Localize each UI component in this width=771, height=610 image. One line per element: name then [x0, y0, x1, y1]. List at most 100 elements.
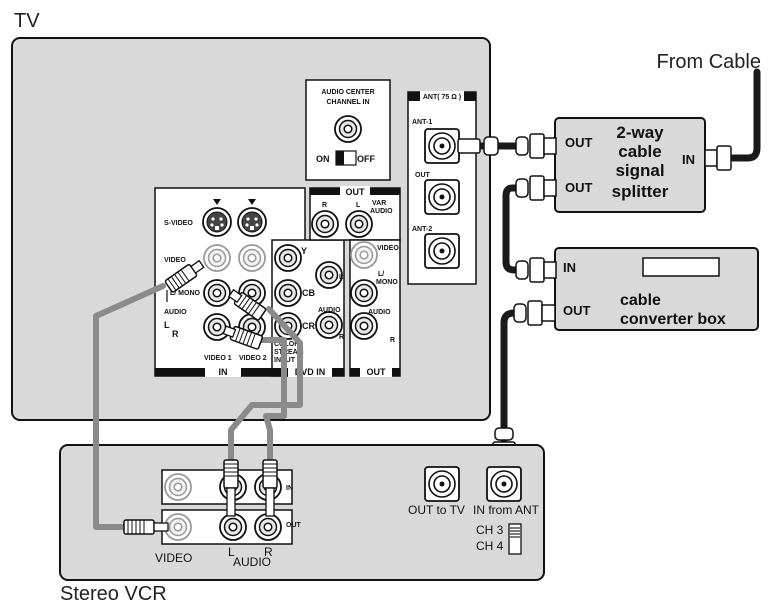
in-label: IN: [219, 367, 228, 377]
vcr-audio-label: AUDIO: [233, 555, 271, 569]
video2-label: VIDEO 2: [239, 355, 267, 362]
ant1-jack[interactable]: [424, 128, 460, 164]
off-label: OFF: [357, 154, 375, 164]
switch-knob: [336, 151, 344, 165]
monitor-audio-l-jack[interactable]: [350, 279, 378, 307]
cr-label: CR: [302, 321, 315, 331]
y-label: Y: [301, 246, 307, 256]
ant2-label: ANT-2: [412, 226, 432, 233]
converter-out-label: OUT: [563, 303, 591, 318]
coax-splitter-converter: [502, 184, 522, 274]
av-cables: [93, 283, 303, 530]
video1-label: VIDEO 1: [204, 355, 232, 362]
var-audio-header-gap: [340, 186, 370, 196]
svideo2-jack[interactable]: [237, 207, 267, 237]
stream-label: STREAM: [274, 349, 304, 356]
dvd-in-label: DVD IN: [295, 367, 326, 377]
monitor-video-jack[interactable]: [350, 241, 378, 269]
video-cable: [93, 283, 166, 530]
monitor-r-label: R: [390, 337, 395, 344]
vcr-in-from-ant-label: IN from ANT: [473, 503, 540, 517]
vcr-out-to-tv-jack[interactable]: [424, 466, 460, 502]
monitor-out-label: OUT: [367, 367, 387, 377]
splitter-line1: 2-way: [616, 123, 664, 142]
tv-label: TV: [14, 10, 40, 32]
converter-display: [642, 257, 720, 277]
channel-switch-knob: [510, 527, 520, 538]
splitter-out1-label: OUT: [565, 135, 593, 150]
converter-line1: cable: [620, 292, 661, 309]
video1-jack[interactable]: [203, 244, 231, 272]
splitter-out2-label: OUT: [565, 180, 593, 195]
converter-in-label: IN: [563, 260, 576, 275]
monitor-out-gap: [360, 365, 392, 377]
dvd-audio-label: AUDIO: [318, 307, 341, 314]
audio-label: AUDIO: [164, 309, 187, 316]
ant1-label: ANT-1: [412, 119, 432, 126]
dvd-l-label: L: [339, 274, 344, 281]
vcr-out-video-jack[interactable]: [164, 513, 192, 541]
video-label: VIDEO: [164, 257, 186, 264]
coax-converter-vcr: [500, 309, 518, 444]
lmono-label: L/ MONO: [170, 290, 200, 297]
audio-center-label: AUDIO CENTER: [321, 89, 374, 96]
vcr-r-label: R: [264, 545, 273, 559]
var-l-jack[interactable]: [345, 210, 373, 238]
var-r-label: R: [322, 202, 327, 209]
converter-line2: converter box: [620, 311, 726, 328]
svideo1-arrow-icon: [213, 199, 221, 205]
splitter-in-label: IN: [682, 152, 695, 167]
monitor-audio-r-jack[interactable]: [350, 312, 378, 340]
ant-header-gap: [420, 91, 464, 102]
splitter-line3: signal: [615, 161, 664, 180]
audio-l-label: L: [164, 320, 170, 330]
var-label: VAR: [372, 200, 386, 207]
ch3-label: CH 3: [476, 523, 504, 537]
monitor-video-label: VIDEO: [377, 245, 399, 252]
audio-l1-jack[interactable]: [203, 279, 231, 307]
var-r-jack[interactable]: [311, 210, 339, 238]
ant-header: ANT( 75 Ω ): [423, 94, 461, 101]
svideo-label: S-VIDEO: [164, 220, 193, 227]
channel-in-label: CHANNEL IN: [326, 99, 369, 106]
vcr-out-audio-r-jack[interactable]: [254, 513, 282, 541]
ant-out-jack[interactable]: [424, 179, 460, 215]
coax-from-cable: [729, 68, 761, 162]
splitter-line2: cable: [618, 142, 661, 161]
audio-r-label: R: [172, 329, 179, 339]
dvd-y-jack[interactable]: [274, 244, 302, 272]
ch4-label: CH 4: [476, 539, 504, 553]
audio-r-cable: [255, 337, 287, 463]
on-label: ON: [316, 154, 330, 164]
monitor-audio-label: AUDIO: [368, 309, 391, 316]
audio-l-cable: [228, 306, 303, 463]
cb-label: CB: [302, 288, 315, 298]
monitor-l-label: L/: [378, 271, 384, 278]
svideo2-arrow-icon: [248, 199, 256, 205]
dvd-r-label: R: [339, 334, 344, 341]
vcr-out-audio-l-jack[interactable]: [219, 513, 247, 541]
tv-rca-plugs: [164, 259, 267, 350]
vcr-l-label: L: [228, 545, 235, 559]
ant2-jack[interactable]: [424, 233, 460, 269]
dvd-cb-jack[interactable]: [274, 279, 302, 307]
var-audio-label: AUDIO: [370, 208, 393, 215]
vcr-in-from-ant-jack[interactable]: [486, 466, 522, 502]
vcr-in-video-jack[interactable]: [164, 473, 192, 501]
splitter-line4: splitter: [612, 182, 669, 201]
vcr-out-to-tv-label: OUT to TV: [408, 503, 465, 517]
vcr-video-label: VIDEO: [155, 551, 192, 565]
monitor-mono-label: MONO: [376, 279, 398, 286]
vcr-out-label: OUT: [286, 522, 302, 529]
stereo-vcr-label: Stereo VCR: [60, 583, 167, 605]
in-label-gap: [205, 365, 241, 377]
vcr-panel: [59, 444, 545, 581]
ant-out-label: OUT: [415, 172, 431, 179]
var-out-label: OUT: [346, 187, 366, 197]
var-l-label: L: [356, 202, 361, 209]
vcr-rca-plugs: [123, 459, 278, 535]
svideo1-jack[interactable]: [202, 207, 232, 237]
audio-center-jack[interactable]: [334, 115, 362, 143]
video2-jack[interactable]: [238, 244, 266, 272]
